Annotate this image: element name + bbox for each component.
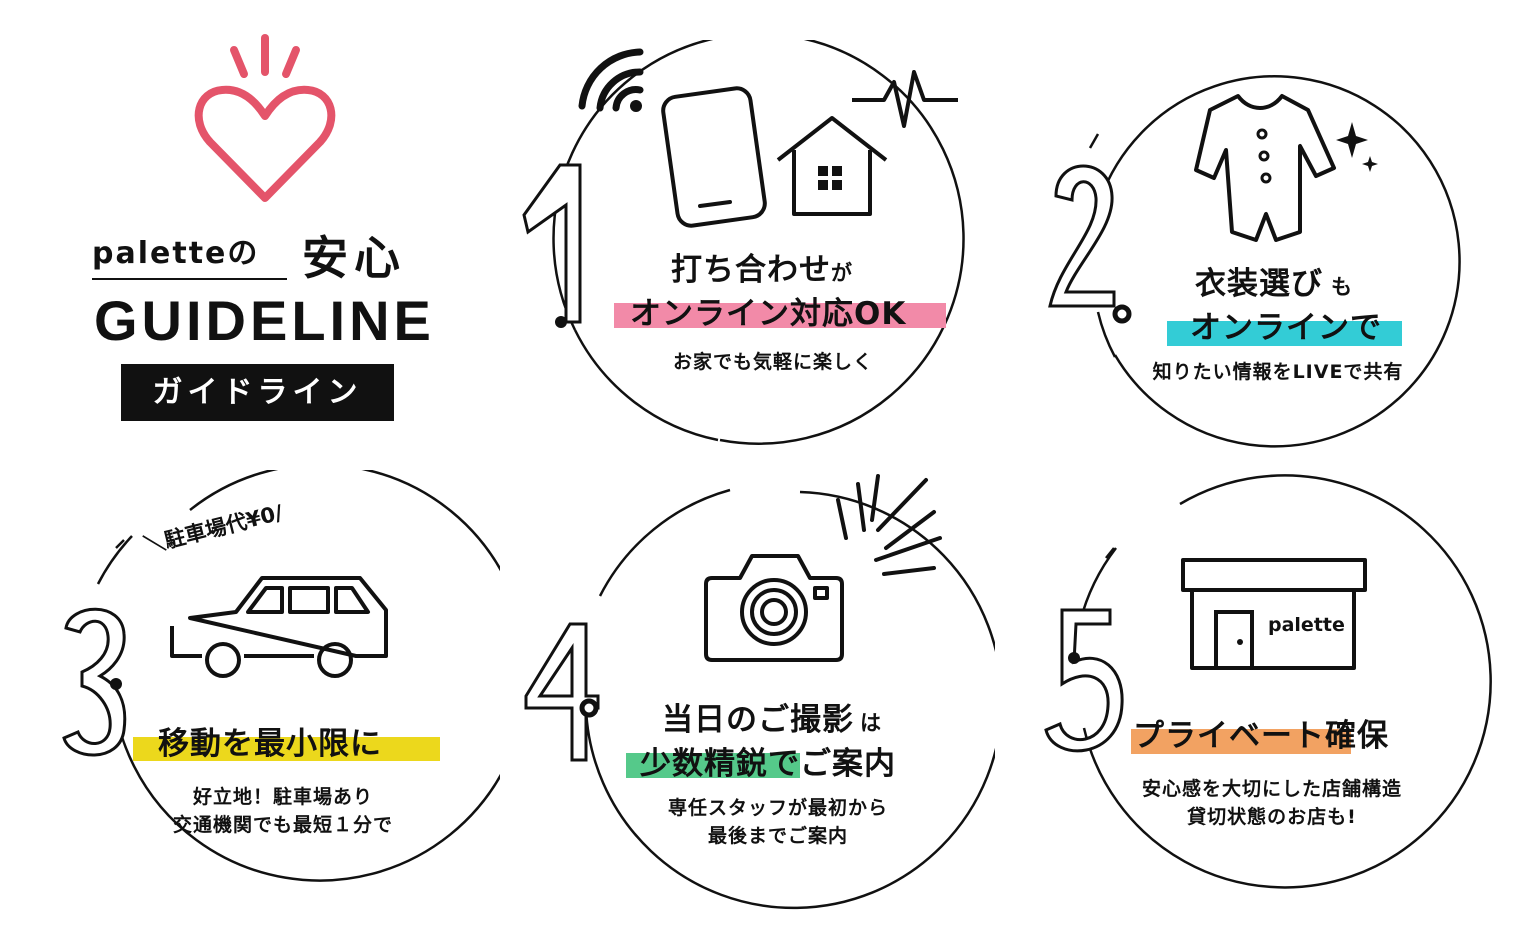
item-1-title-small: が (831, 261, 852, 285)
item-2-title-line1: 衣装選びも (1195, 258, 1352, 303)
item-2-graphic (1048, 75, 1461, 448)
item-4-title-line2: 少数精鋭でご案内 (640, 746, 896, 782)
brand-emphasis: 安心 (302, 231, 406, 285)
item-1-graphic (522, 40, 965, 445)
sparkle-icon (1336, 122, 1378, 172)
item-2-number-outline (1048, 164, 1116, 308)
store-icon (1181, 558, 1367, 670)
item-5-description: 安心感を大切にした店舗構造 貸切状態のお店も! (1141, 778, 1402, 828)
item-5-number-outline (1044, 608, 1124, 753)
page-title: GUIDELINE (94, 289, 435, 352)
item-3-graphic (62, 470, 500, 882)
item-4-graphic (524, 474, 995, 910)
item-2-title-line2: オンラインで (1190, 310, 1382, 346)
item-2-circle (1098, 75, 1461, 448)
item-2-title-small: も (1331, 275, 1352, 299)
item-1-title-line1: 打ち合わせが (671, 244, 852, 289)
wifi-icon (578, 48, 644, 112)
heartbeat-icon (852, 70, 958, 128)
item-4-description: 専任スタッフが最初から 最後までご案内 (667, 797, 888, 847)
store-sign-label: palette (1268, 614, 1345, 636)
item-5-graphic (1044, 474, 1492, 889)
item-1-title-line2: オンライン対応OK (630, 296, 907, 332)
item-5-circle (1082, 474, 1492, 889)
house-window-icon (818, 166, 842, 190)
brand-prefix: paletteの (92, 236, 260, 271)
item-3-circle (110, 470, 500, 882)
item-1-description: お家でも気軽に楽しく (672, 351, 873, 373)
house-icon (776, 116, 888, 216)
item-1-number-outline (522, 163, 582, 324)
item-4-title-main: 当日のご撮影 (662, 702, 854, 738)
brand-underline (92, 278, 287, 280)
flash-burst-icon (836, 474, 942, 576)
item-1-circle (552, 40, 965, 445)
camera-icon (704, 554, 844, 662)
item-1-title-main: 打ち合わせ (671, 252, 831, 288)
baby-romper-icon (1194, 94, 1336, 242)
item-2-description: 知りたい情報をLIVEで共有 (1152, 361, 1404, 383)
item-3-highlight (133, 737, 440, 761)
page-subtitle: ガイドライン (121, 364, 394, 421)
item-2-highlight (1167, 321, 1402, 346)
item-4-highlight (626, 753, 800, 778)
item-5-title: プライベート確保 (1133, 718, 1389, 754)
item-3-title: 移動を最小限に (158, 726, 382, 762)
item-2-title-main: 衣装選び (1195, 266, 1323, 302)
smartphone-icon (661, 86, 767, 228)
item-3-number-outline (62, 607, 127, 757)
heart-icon (194, 34, 336, 202)
car-icon (170, 576, 388, 678)
item-1-highlight (614, 303, 946, 328)
item-4-circle (584, 490, 995, 910)
item-5-highlight (1131, 729, 1351, 754)
item-4-number-outline (524, 622, 600, 762)
item-4-title-line1: 当日のご撮影は (662, 694, 881, 739)
door-icon (1214, 610, 1254, 670)
item-3-description: 好立地！駐車場あり 交通機関でも最短１分で (172, 786, 393, 836)
item-4-title-small: は (860, 711, 881, 735)
